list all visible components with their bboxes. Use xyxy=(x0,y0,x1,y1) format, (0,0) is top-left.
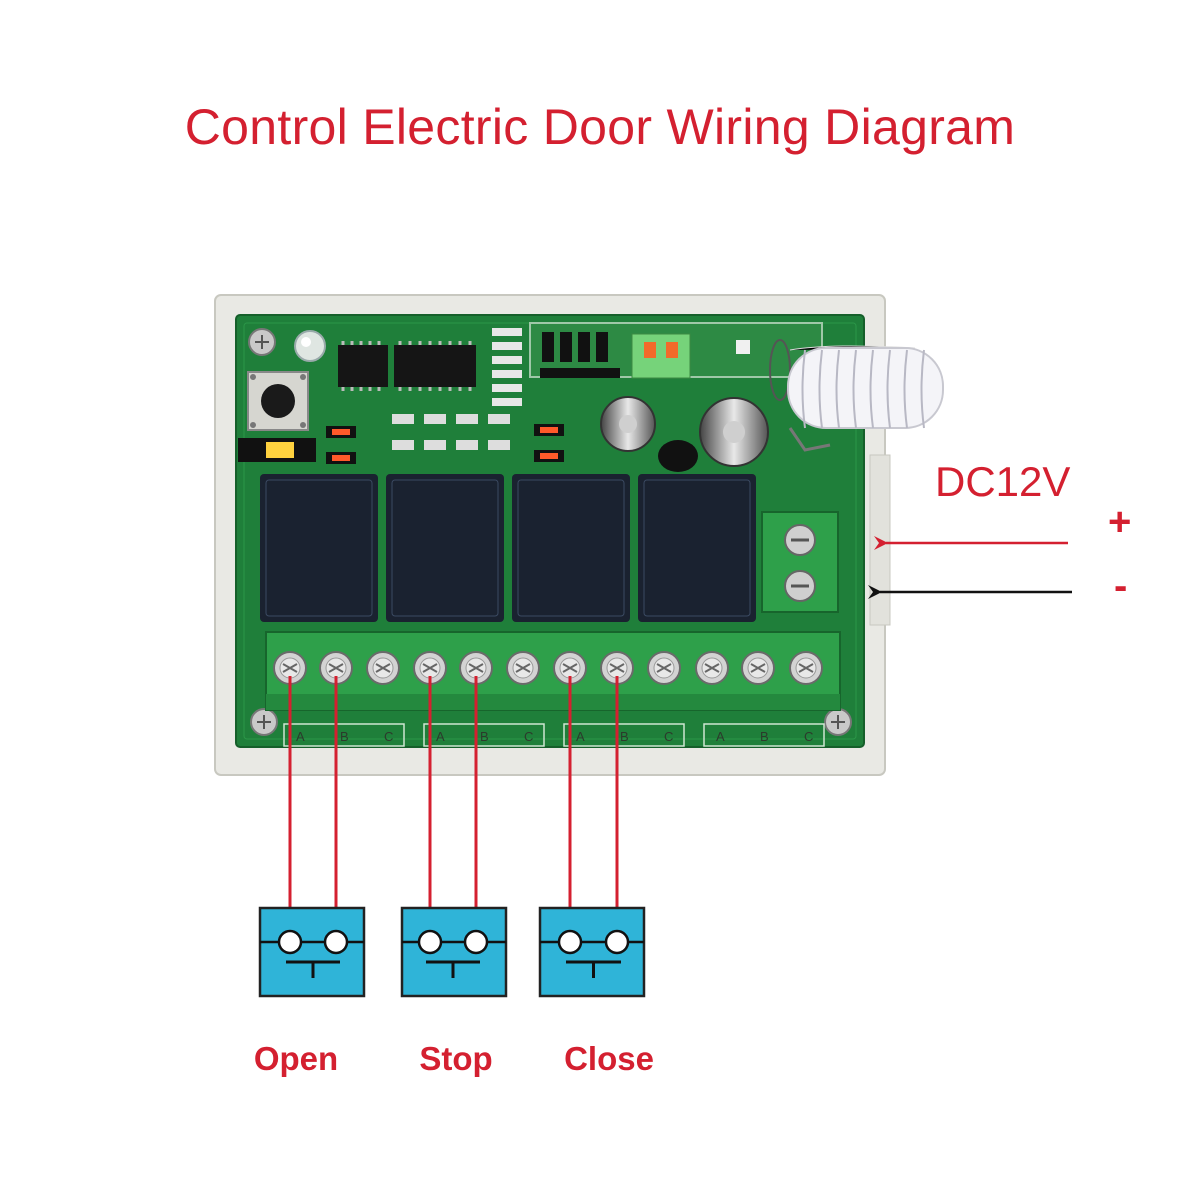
screw-bottom-right xyxy=(824,708,852,736)
push-button-symbol xyxy=(538,906,646,998)
close-button-label: Close xyxy=(564,1040,654,1077)
terminal-letter: C xyxy=(804,729,813,744)
terminal-letter: C xyxy=(384,729,393,744)
capacitor-left xyxy=(600,396,656,452)
terminal-letter: C xyxy=(524,729,533,744)
terminal-screw xyxy=(506,651,540,685)
capacitor-right xyxy=(699,397,769,467)
negative-label: - xyxy=(1114,564,1128,608)
page-title: Control Electric Door Wiring Diagram xyxy=(184,99,1016,155)
ic-chip-right xyxy=(394,341,476,391)
jumper xyxy=(238,438,316,462)
relay-3 xyxy=(512,474,630,622)
terminal-letter: B xyxy=(480,729,489,744)
led xyxy=(294,330,326,362)
transistor xyxy=(658,440,698,472)
terminal-letter: B xyxy=(340,729,349,744)
stop-button-label: Stop xyxy=(419,1040,493,1077)
learn-push-button xyxy=(247,371,309,431)
terminal-screw xyxy=(741,651,775,685)
smd-components xyxy=(326,414,564,464)
power-voltage-label: DC12V xyxy=(935,458,1071,505)
terminal-letter: B xyxy=(760,729,769,744)
positive-label: + xyxy=(1108,500,1132,544)
ic-chip-left xyxy=(338,341,388,391)
rf-receiver-module xyxy=(529,322,823,379)
power-terminal-block xyxy=(761,511,839,613)
pad-array xyxy=(492,328,522,406)
push-button-symbol xyxy=(400,906,508,998)
terminal-screw xyxy=(789,651,823,685)
terminal-letter: A xyxy=(576,729,585,744)
terminal-letter: A xyxy=(436,729,445,744)
open-button-label: Open xyxy=(253,1040,339,1077)
relay-2 xyxy=(386,474,504,622)
terminal-screw xyxy=(366,651,400,685)
antenna-coil xyxy=(769,339,944,452)
terminal-letter: C xyxy=(664,729,673,744)
push-button-symbol xyxy=(258,906,366,998)
terminal-label-frame xyxy=(283,723,405,747)
terminal-screw xyxy=(413,651,447,685)
terminal-label-frame xyxy=(563,723,685,747)
relay-4 xyxy=(638,474,756,622)
terminal-letter: B xyxy=(620,729,629,744)
terminal-label-frame xyxy=(423,723,545,747)
terminal-screw xyxy=(695,651,729,685)
terminal-label-frame xyxy=(703,723,825,747)
push-buttons xyxy=(258,906,646,998)
terminal-letter: A xyxy=(716,729,725,744)
relay-1 xyxy=(260,474,378,622)
screw-top-left xyxy=(248,328,276,356)
terminal-screw xyxy=(647,651,681,685)
terminal-letter: A xyxy=(296,729,305,744)
screw-bottom-left xyxy=(250,708,278,736)
wires xyxy=(288,676,619,908)
